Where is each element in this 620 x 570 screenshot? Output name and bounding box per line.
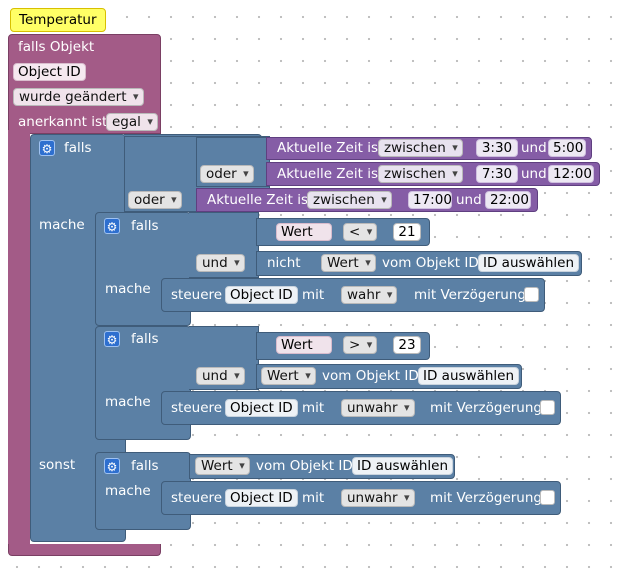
control-1-delay-checkbox[interactable] <box>524 287 539 302</box>
inner-if-1-do-label: mache <box>105 281 151 297</box>
trigger-block-spine <box>8 130 30 550</box>
and-1-dropdown[interactable]: und <box>196 254 245 272</box>
time-1-and-label: und <box>521 140 547 156</box>
trigger-object-label: falls Objekt <box>18 39 95 55</box>
not-1-label: nicht <box>267 255 301 271</box>
control-1-label: steuere <box>171 287 223 303</box>
trigger-ack-dropdown[interactable]: egal <box>106 113 158 131</box>
inner-if-2-if-label: falls <box>131 331 159 347</box>
outer-if-do-label: mache <box>39 217 85 233</box>
state-3-from-label: vom Objekt ID <box>256 458 353 474</box>
time-1-to-field[interactable]: 5:00 <box>548 139 586 157</box>
control-3-value-dropdown[interactable]: unwahr <box>341 489 415 507</box>
inner-if-3-if-label: falls <box>131 458 159 474</box>
compare-2-number-field[interactable]: 23 <box>393 336 421 354</box>
time-1-op-dropdown[interactable]: zwischen <box>378 139 463 157</box>
control-3-delay-checkbox[interactable] <box>540 490 555 505</box>
time-3-label: Aktuelle Zeit ist <box>207 192 314 208</box>
control-2-with-label: mit <box>302 400 325 416</box>
state-2-id-field[interactable]: ID auswählen <box>418 367 520 385</box>
time-2-op-dropdown[interactable]: zwischen <box>378 165 463 183</box>
compare-2-value-dropdown[interactable]: Wert <box>276 336 332 354</box>
state-1-id-field[interactable]: ID auswählen <box>478 254 580 272</box>
control-1-object-id-field[interactable]: Object ID <box>225 286 298 304</box>
control-1-value-dropdown[interactable]: wahr <box>341 286 398 304</box>
outer-if-else-label: sonst <box>39 457 76 473</box>
state-2-value-dropdown[interactable]: Wert <box>261 367 316 385</box>
control-3-delay-label: mit Verzögerung <box>430 490 542 506</box>
inner-if-2-gear-icon[interactable]: ⚙ <box>104 331 120 347</box>
time-2-from-field[interactable]: 7:30 <box>476 165 518 183</box>
time-3-to-field[interactable]: 22:00 <box>485 191 531 209</box>
compare-1-number-field[interactable]: 21 <box>393 223 421 241</box>
control-1-with-label: mit <box>302 287 325 303</box>
control-2-delay-label: mit Verzögerung <box>430 400 542 416</box>
outer-if-if-label: falls <box>64 140 92 156</box>
state-2-from-label: vom Objekt ID <box>322 368 419 384</box>
trigger-ack-label: anerkannt ist <box>18 114 108 130</box>
or-dropdown-inner[interactable]: oder <box>200 165 254 183</box>
time-2-label: Aktuelle Zeit ist <box>277 166 384 182</box>
inner-if-3-do-label: mache <box>105 483 151 499</box>
time-1-from-field[interactable]: 3:30 <box>476 139 518 157</box>
time-2-to-field[interactable]: 12:00 <box>548 165 594 183</box>
state-1-value-dropdown[interactable]: Wert <box>321 254 376 272</box>
control-3-label: steuere <box>171 490 223 506</box>
control-2-object-id-field[interactable]: Object ID <box>225 399 298 417</box>
inner-if-3-gear-icon[interactable]: ⚙ <box>104 458 120 474</box>
control-3-with-label: mit <box>302 490 325 506</box>
time-2-and-label: und <box>521 166 547 182</box>
control-3-object-id-field[interactable]: Object ID <box>225 489 298 507</box>
or-dropdown-outer[interactable]: oder <box>128 191 182 209</box>
trigger-object-id-field[interactable]: Object ID <box>13 63 86 81</box>
inner-if-1-gear-icon[interactable]: ⚙ <box>104 218 120 234</box>
compare-1-op-dropdown[interactable]: < <box>343 223 378 241</box>
state-1-from-label: vom Objekt ID <box>382 255 479 271</box>
time-1-label: Aktuelle Zeit ist <box>277 140 384 156</box>
time-3-from-field[interactable]: 17:00 <box>408 191 452 209</box>
time-3-op-dropdown[interactable]: zwischen <box>307 191 392 209</box>
trigger-changed-dropdown[interactable]: wurde geändert <box>13 88 144 106</box>
state-3-value-dropdown[interactable]: Wert <box>195 457 250 475</box>
outer-if-gear-icon[interactable]: ⚙ <box>39 140 55 156</box>
trigger-block-footer <box>8 544 161 556</box>
state-3-id-field[interactable]: ID auswählen <box>352 457 454 475</box>
time-3-and-label: und <box>456 192 482 208</box>
control-2-value-dropdown[interactable]: unwahr <box>341 399 415 417</box>
control-2-delay-checkbox[interactable] <box>540 400 555 415</box>
compare-2-op-dropdown[interactable]: > <box>343 336 378 354</box>
comment-bubble[interactable]: Temperatur <box>10 8 106 32</box>
control-1-delay-label: mit Verzögerung <box>414 287 526 303</box>
compare-1-value-dropdown[interactable]: Wert <box>276 223 332 241</box>
inner-if-2-do-label: mache <box>105 394 151 410</box>
and-2-dropdown[interactable]: und <box>196 367 245 385</box>
control-2-label: steuere <box>171 400 223 416</box>
inner-if-1-if-label: falls <box>131 218 159 234</box>
